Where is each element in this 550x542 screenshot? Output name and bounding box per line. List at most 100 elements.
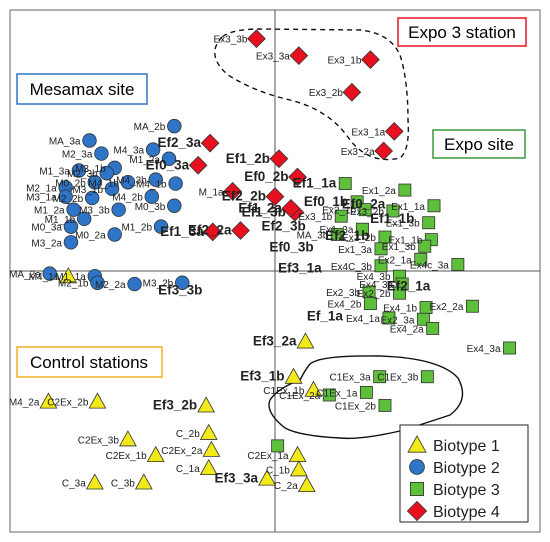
point-triangle [284, 367, 303, 384]
point-label: M3_1b [72, 185, 103, 196]
point-label: M2_1a [26, 183, 57, 194]
point-label: Ef1_2b [226, 151, 270, 166]
point-label: Ef1_3b [242, 204, 286, 219]
point-circle [87, 175, 103, 190]
point-square [393, 286, 407, 300]
point-triangle [199, 423, 218, 440]
point-circle [153, 219, 169, 234]
point-label: M2_2b [53, 194, 84, 205]
point-label: C1Ex_2b [335, 401, 377, 412]
point-label: M0_3b [135, 202, 166, 213]
point-square [355, 222, 369, 236]
point-triangle [289, 460, 308, 477]
point-label: M2_3b [67, 169, 98, 180]
point-circle [99, 165, 114, 181]
point-label: Ex1_2b [342, 233, 376, 244]
points-layer [39, 29, 516, 493]
point-circle [90, 275, 105, 290]
point-triangle [39, 392, 58, 409]
point-circle [127, 276, 142, 292]
legend-marker-triangle [407, 435, 427, 453]
point-square [330, 228, 344, 241]
point-square [414, 252, 428, 266]
point-label: Ef_1a [307, 309, 344, 324]
point-label: M1_1b [45, 215, 76, 226]
point-label: C_1a [176, 464, 200, 475]
point-label: Ex4_2b [327, 300, 361, 311]
point-circle [66, 202, 81, 217]
control-label-box [16, 346, 163, 378]
point-square [398, 183, 412, 197]
point-label: Ex3_1b [298, 212, 332, 223]
legend-marker-square [409, 481, 424, 496]
point-label: M_1a [199, 187, 224, 198]
point-square [358, 203, 372, 217]
point-diamond [361, 50, 380, 69]
point-square [322, 388, 336, 402]
point-triangle [146, 445, 165, 463]
point-label: Ex4_1a [346, 314, 380, 325]
point-triangle [202, 440, 221, 457]
legend-marker-circle [409, 459, 425, 475]
point-circle [42, 266, 57, 281]
point-square [451, 258, 465, 271]
point-label: Ex4_2a [390, 324, 424, 335]
point-diamond [384, 121, 404, 141]
point-label: C2Ex_2a [161, 446, 203, 457]
legend-label: Biotype 2 [433, 460, 500, 477]
point-label: Ef3_3b [158, 283, 202, 298]
point-diamond [265, 187, 285, 206]
point-label: Ex2_1b [322, 206, 356, 217]
point-label: Ef1_1a [293, 176, 337, 191]
point-label: Ex4_3a [467, 344, 501, 355]
point-circle [104, 181, 120, 197]
point-circle [161, 151, 177, 166]
point-label: Ef0_2a [342, 196, 386, 211]
point-square [374, 242, 388, 256]
point-label: C1Ex_1a [316, 388, 358, 399]
point-label: C_2b [176, 429, 200, 440]
point-diamond [281, 198, 301, 218]
point-label: Ex3_2a [341, 147, 375, 158]
point-label: M2_2a [95, 280, 126, 291]
legend-label: Biotype 1 [433, 438, 500, 455]
point-label: Ex4c_3a [410, 260, 449, 271]
expo3-region-label: Expo 3 station [397, 17, 527, 47]
point-label: Ef0_1b [304, 194, 348, 209]
expo-label-box [432, 129, 526, 159]
point-circle [63, 235, 79, 250]
point-label: Ef3_1b [240, 369, 284, 384]
point-circle [167, 198, 182, 213]
expo3-label-text: Expo 3 station [408, 23, 516, 42]
point-label: M4_2b [112, 193, 143, 204]
point-label: Ex1_3b [382, 242, 416, 253]
point-label: M3_3b [79, 206, 110, 217]
point-label: C_3a [62, 478, 86, 489]
point-label: Ef3_3a [215, 470, 259, 485]
point-label: C1Ex_1b [263, 386, 305, 397]
point-label: M0_2b [55, 178, 86, 189]
point-label: Ex3_1b [327, 56, 361, 67]
point-label: Ex1_1a [391, 202, 425, 213]
point-square [334, 209, 348, 223]
point-label: M2_3a [62, 150, 93, 161]
mesamax-label-box [16, 73, 148, 105]
point-label: M1_1a [55, 272, 86, 283]
point-label: MA_2b [134, 122, 166, 133]
point-label: Ef2_1b [325, 228, 369, 243]
point-label: Ef0_3a [146, 157, 190, 172]
point-label: Ex1_3b [386, 219, 420, 230]
point-triangle [197, 396, 216, 413]
point-label: Ex3_2b [309, 88, 343, 99]
point-label: C_2a [274, 481, 298, 492]
point-diamond [269, 149, 289, 169]
point-circle [58, 189, 73, 204]
point-label: C_1b [266, 465, 290, 476]
point-label: Ex2_3a [380, 315, 414, 326]
point-label: Ex4_1b [383, 304, 417, 315]
point-label: C1Ex_2a [279, 391, 321, 402]
point-label: MA_3a [49, 137, 81, 148]
point-diamond [247, 29, 266, 49]
point-circle [120, 175, 136, 190]
